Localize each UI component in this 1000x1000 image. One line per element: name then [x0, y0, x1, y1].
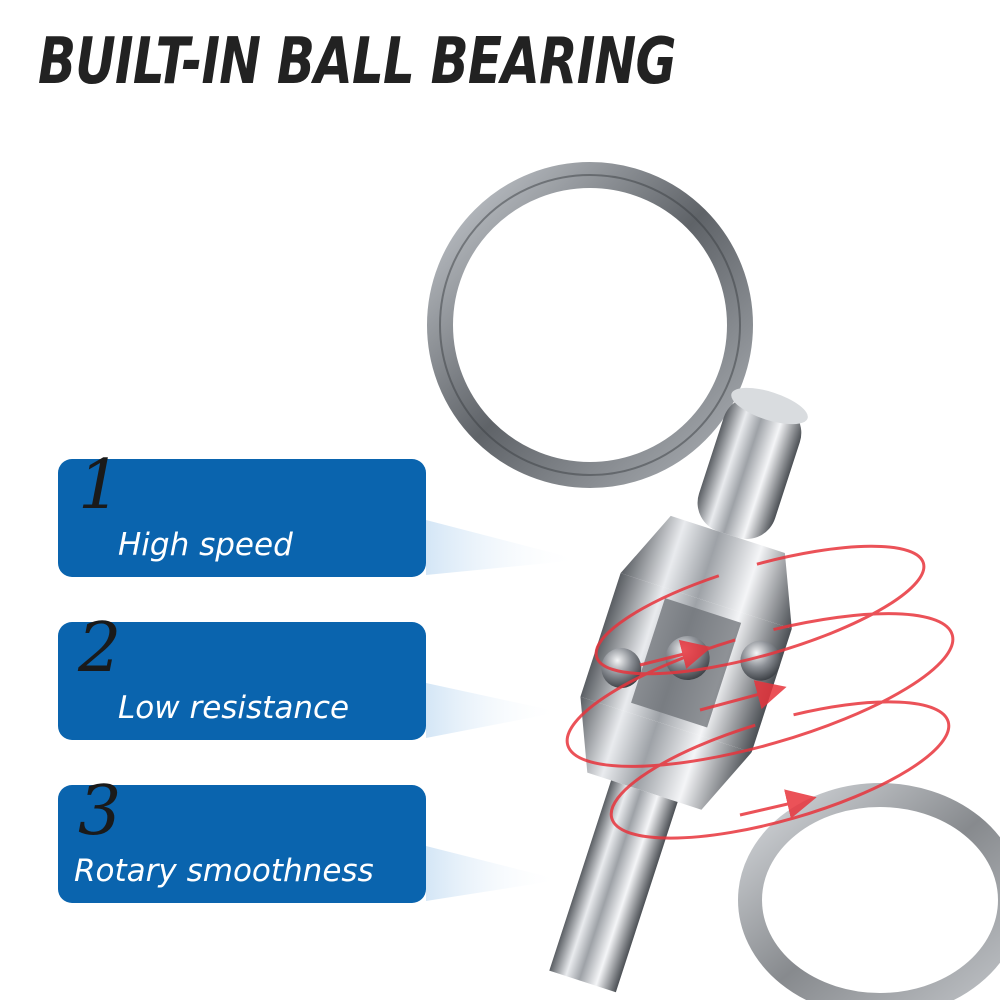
rotation-arrow-icon: [565, 544, 955, 840]
feature-number: 2: [78, 609, 122, 688]
headline: BUILT-IN BALL BEARING: [38, 25, 677, 99]
feature-card-rotary-smoothness: 3 Rotary smoothness: [58, 777, 426, 903]
pointer-beam-2: [426, 683, 560, 738]
pointer-beam-3: [426, 846, 560, 901]
bottom-ring: [738, 783, 1000, 1000]
feature-card-low-resistance: 2 Low resistance: [58, 614, 426, 740]
bearing-ball: [740, 640, 781, 681]
top-ring: [427, 162, 753, 488]
feature-number: 3: [78, 772, 122, 851]
feature-label: High speed: [118, 527, 293, 563]
feature-card-high-speed: 1 High speed: [58, 451, 426, 577]
feature-label: Rotary smoothness: [74, 853, 374, 889]
pointer-beam-1: [426, 520, 580, 575]
bearing-ball: [601, 648, 642, 689]
feature-number: 1: [78, 446, 122, 525]
feature-label: Low resistance: [118, 690, 350, 726]
